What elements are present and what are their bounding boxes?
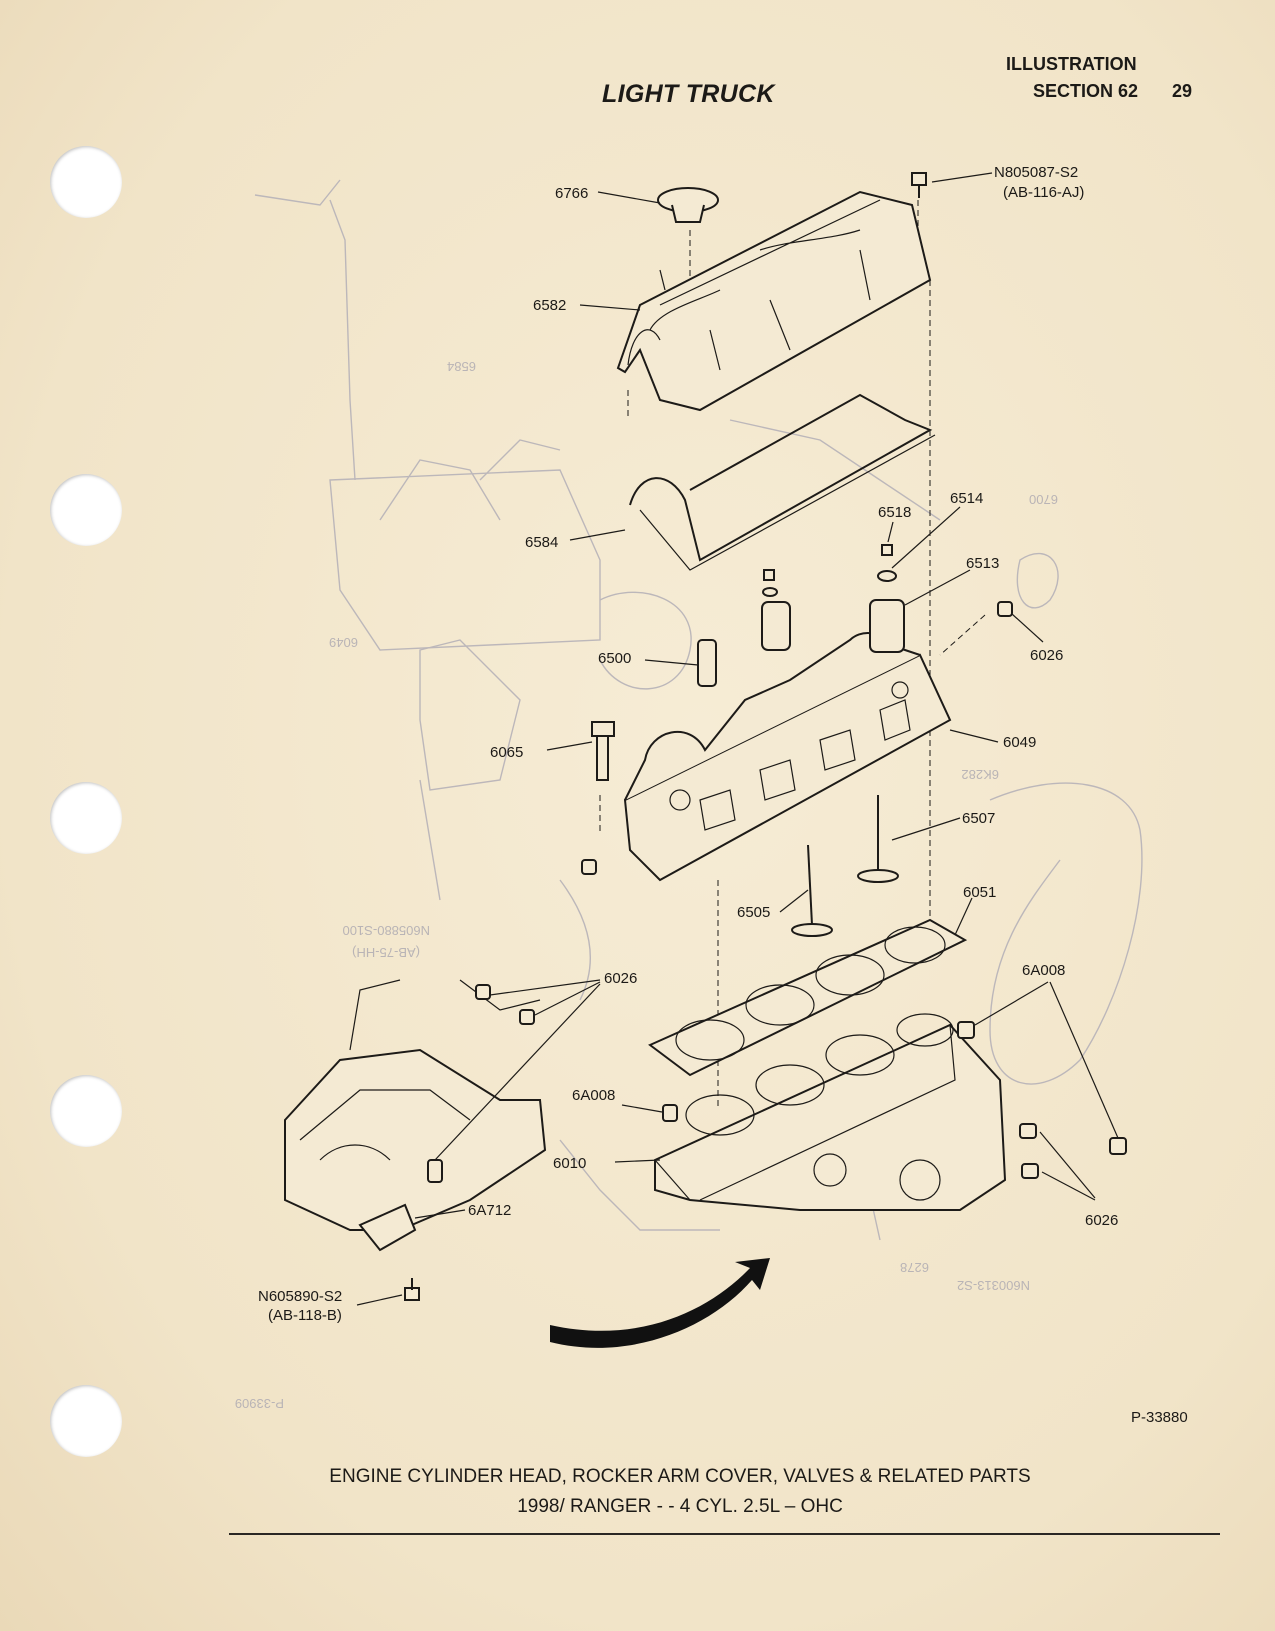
- ghost-text: 6049: [329, 635, 358, 650]
- cover-bolt: [911, 172, 927, 198]
- section-label: SECTION 62: [1033, 81, 1139, 101]
- bleed-through-layer: 6049 6584 6700 N605880-S100 (AB-75-HH) 6…: [235, 179, 1143, 1411]
- rocker-arm-cover: [616, 190, 932, 412]
- callout-6505: 6505: [737, 904, 770, 921]
- vehicle-caption: 1998/ RANGER - - 4 CYL. 2.5L – OHC: [517, 1496, 843, 1517]
- ghost-text: 6278: [900, 1260, 929, 1275]
- block-inset: [284, 979, 547, 1301]
- callout-6582: 6582: [533, 297, 566, 314]
- intake-valve: [791, 844, 833, 937]
- callout-6500: 6500: [598, 650, 631, 667]
- ghost-text: 6700: [1029, 492, 1058, 507]
- page-number: 29: [1172, 81, 1193, 101]
- callout-6513: 6513: [966, 555, 999, 572]
- oil-filler-cap: [657, 187, 719, 223]
- ghost-text: 6K282: [961, 767, 999, 782]
- valve-springs: [761, 544, 905, 653]
- ghost-text: 6584: [447, 359, 476, 374]
- page-title: LIGHT TRUCK: [602, 80, 775, 108]
- callout-6026: 6026: [1030, 647, 1063, 664]
- plug: [1019, 1123, 1039, 1179]
- callout-6051: 6051: [963, 884, 996, 901]
- assembly-lines: [599, 200, 986, 1110]
- callout-6507: 6507: [962, 810, 995, 827]
- head-bolt: [591, 721, 615, 781]
- ghost-text: (AB-75-HH): [352, 945, 420, 960]
- binder-hole: [50, 1075, 122, 1147]
- callout-6026: 6026: [604, 970, 637, 987]
- callout-6766: 6766: [555, 185, 588, 202]
- reference-number: P-33880: [1131, 1409, 1188, 1426]
- callout-6010: 6010: [553, 1155, 586, 1172]
- callout-n605890-code: (AB-118-B): [268, 1307, 342, 1324]
- callout-n805087-code: (AB-116-AJ): [1003, 184, 1084, 201]
- binder-hole: [50, 474, 122, 546]
- cylinder-head: [623, 632, 952, 882]
- lash-adjuster: [697, 639, 717, 687]
- callout-6518: 6518: [878, 504, 911, 521]
- binder-hole: [50, 146, 122, 218]
- dowel: [662, 1021, 1127, 1155]
- binder-hole: [50, 782, 122, 854]
- head-gasket: [648, 918, 968, 1077]
- callout-n605890: N605890-S2: [258, 1288, 342, 1305]
- illustration-label: ILLUSTRATION: [1006, 54, 1137, 74]
- callout-n805087: N805087-S2: [994, 164, 1078, 181]
- callout-6026: 6026: [1085, 1212, 1118, 1229]
- cylinder-block: [654, 1013, 1007, 1211]
- callout-6514: 6514: [950, 490, 983, 507]
- rotation-arrow: [550, 1258, 770, 1348]
- callout-6584: 6584: [525, 534, 558, 551]
- rocker-cover-gasket: [629, 393, 936, 571]
- plug: [581, 601, 1013, 875]
- binder-hole: [50, 1385, 122, 1457]
- callout-6a008: 6A008: [572, 1087, 615, 1104]
- callout-6a712: 6A712: [468, 1202, 511, 1219]
- callout-6049: 6049: [1003, 734, 1036, 751]
- ghost-text: N605880-S100: [343, 923, 430, 938]
- callout-6065: 6065: [490, 744, 523, 761]
- exhaust-valve: [857, 795, 899, 883]
- footer-rule: [229, 1533, 1220, 1535]
- callout-labels: N805087-S2 (AB-116-AJ) 6766 6582 6584 65…: [258, 164, 1118, 1324]
- ghost-text: N600313-S2: [957, 1278, 1030, 1293]
- diagram-caption: ENGINE CYLINDER HEAD, ROCKER ARM COVER, …: [329, 1466, 1031, 1487]
- callout-6a008: 6A008: [1022, 962, 1065, 979]
- leader-lines: [356, 172, 1119, 1306]
- ghost-text: P-33909: [235, 1396, 284, 1411]
